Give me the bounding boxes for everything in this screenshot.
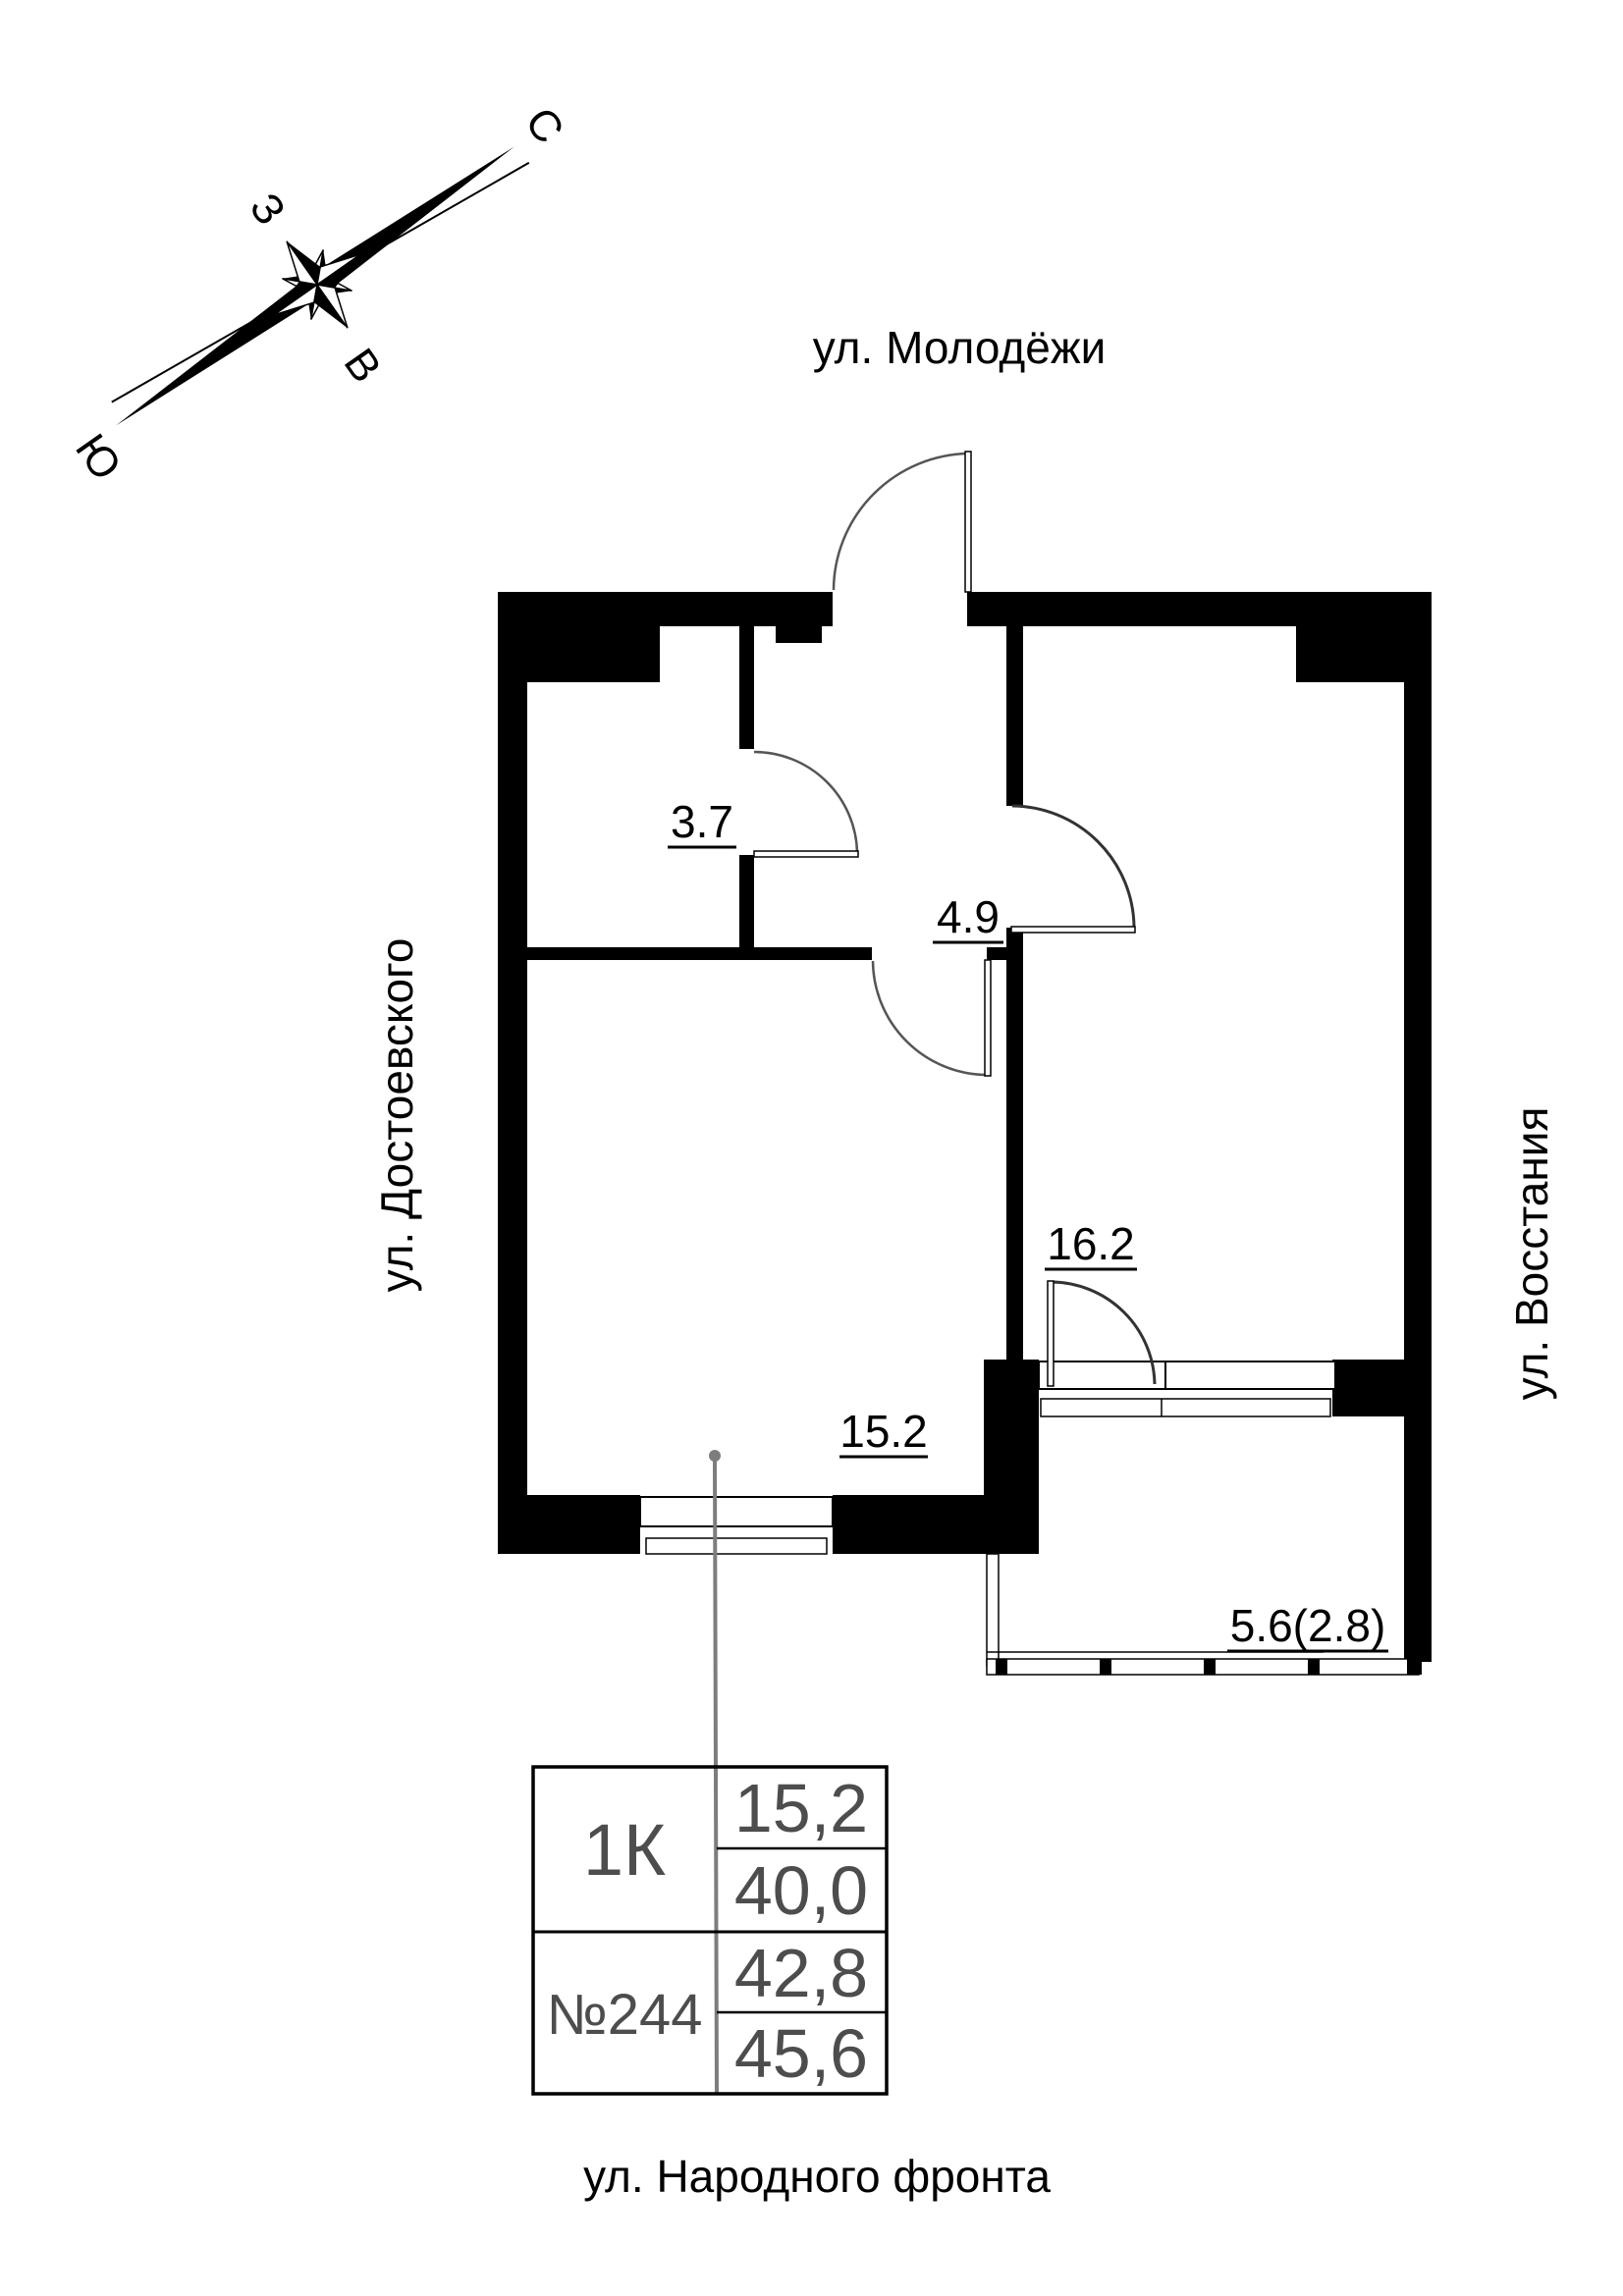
room-labels: 3.7 4.9 15.2 16.2 5.6(2.8)	[668, 796, 1388, 1653]
room-label-bathroom: 3.7	[668, 796, 736, 849]
room-door-arc	[1011, 804, 1136, 928]
wall-bottom-right-of-window	[833, 1495, 984, 1554]
wall-top-right	[967, 592, 1432, 626]
compass-star-cardinal-points	[273, 240, 361, 329]
walls	[498, 592, 1432, 1662]
entrance-door-leaf	[964, 451, 972, 593]
room-balcony-outer-line	[1040, 1398, 1331, 1417]
balcony-door-arc	[1051, 1280, 1157, 1385]
wall-living-balcony-pier	[984, 1360, 1039, 1554]
balcony-rail-left	[986, 1553, 1000, 1667]
table-apartment-number: №244	[547, 1983, 703, 2047]
wall-balcony-right-pier	[1332, 1360, 1407, 1416]
living-room-window	[639, 1496, 834, 1527]
table-apartment-type: 1К	[583, 1809, 666, 1891]
wall-bathroom-partition-upper	[739, 626, 754, 749]
living-room-door-arc	[871, 960, 987, 1077]
apartment-info-table: 1К №244 15,2 40,0 42,8 45,6	[531, 1765, 889, 2096]
street-label-right: ул. Восстания	[1506, 1107, 1557, 1401]
table-area: 40,0	[734, 1852, 868, 1929]
wall-left	[498, 626, 527, 1554]
street-label-bottom: ул. Народного фронта	[583, 2151, 1051, 2202]
wall-hallway-living	[527, 947, 872, 960]
room-area-living-room: 15.2	[839, 1406, 928, 1457]
compass-rose: С Ю З В	[66, 99, 572, 489]
entrance-door-arc	[832, 452, 969, 591]
wall-hallway-partition-upper	[1006, 626, 1023, 806]
table-living-area: 15,2	[734, 1770, 868, 1846]
room-door-leaf	[1010, 926, 1136, 934]
compass-label-west: З	[241, 185, 295, 234]
wall-hallway-living-stub	[987, 947, 1023, 960]
wall-entrance-jamb-stub	[776, 626, 822, 643]
table-area-without-balcony: 42,8	[734, 1935, 868, 2011]
room-area-room: 16.2	[1047, 1218, 1135, 1269]
table-total-area: 45,6	[734, 2015, 868, 2092]
wall-top-left	[498, 592, 833, 626]
room-label-living-room: 15.2	[839, 1406, 928, 1459]
bathroom-door-leaf	[753, 850, 859, 858]
compass-label-east: В	[335, 340, 391, 391]
compass-label-south: Ю	[66, 425, 131, 489]
street-label-top: ул. Молодёжи	[813, 322, 1107, 373]
windows	[639, 1361, 1422, 1676]
room-label-balcony: 5.6(2.8)	[1227, 1600, 1388, 1653]
wall-right	[1404, 682, 1432, 1662]
balcony-rail-bottom	[986, 1658, 1420, 1676]
room-area-hallway: 4.9	[937, 891, 1000, 942]
wall-bathroom-partition-lower	[739, 855, 754, 960]
wall-top-right-corner-block	[1296, 626, 1432, 682]
balcony-glazing-mullions	[996, 1659, 1422, 1675]
street-label-left: ул. Достоевского	[371, 938, 422, 1293]
room-label-room: 16.2	[1045, 1218, 1137, 1271]
wall-hallway-room-partition-lower	[1006, 928, 1023, 1360]
room-area-bathroom: 3.7	[671, 796, 733, 847]
living-room-door-leaf	[984, 959, 992, 1077]
living-room-window-sill	[645, 1537, 828, 1555]
street-labels: ул. Молодёжи ул. Достоевского ул. Восста…	[371, 322, 1557, 2202]
room-area-balcony: 5.6(2.8)	[1230, 1600, 1386, 1651]
room-label-hallway: 4.9	[933, 891, 1003, 944]
wall-bottom-left-of-window	[498, 1495, 640, 1554]
compass-label-north: С	[515, 99, 572, 152]
bathroom-door-arc	[753, 750, 859, 853]
balcony-door-leaf	[1047, 1280, 1055, 1387]
doors	[753, 451, 1157, 1387]
leader-line	[713, 1455, 719, 2095]
leader	[709, 1450, 721, 2095]
room-balcony-window	[1038, 1361, 1336, 1390]
